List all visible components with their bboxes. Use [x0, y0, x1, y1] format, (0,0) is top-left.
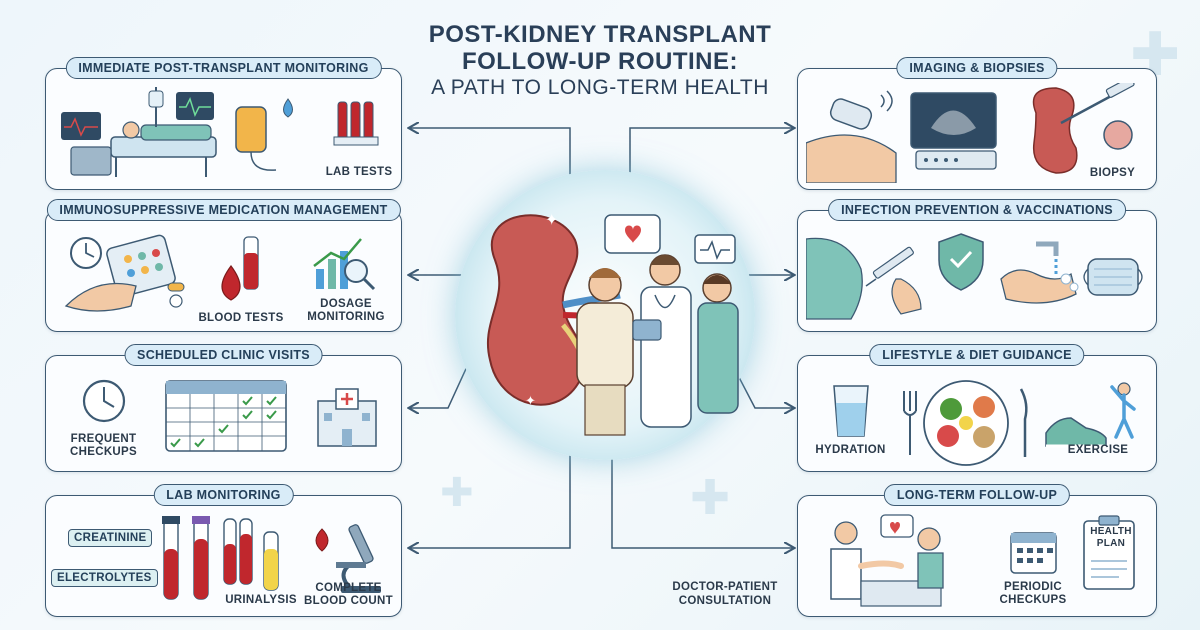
infection-illustrations	[806, 233, 1143, 320]
label-urinalysis: URINALYSIS	[225, 594, 297, 606]
handwashing-icon	[1000, 241, 1079, 304]
sparkle-icon: ✦	[525, 393, 536, 408]
blood-drop-icon	[221, 236, 259, 301]
imaging-illustrations	[806, 83, 1135, 183]
label-lab-tests: LAB TESTS	[325, 166, 393, 178]
label-health-plan: HEALTH PLAN	[1090, 526, 1132, 549]
label-exercise: EXERCISE	[1067, 444, 1129, 456]
label-doctor-patient-consultation: DOCTOR-PATIENT CONSULTATION	[672, 581, 778, 607]
hospital-bed-icon	[61, 112, 217, 177]
panel-imaging-biopsies: IMAGING & BIOPSIES BIOPSY	[797, 57, 1157, 190]
panel-lab-monitoring: LAB MONITORING CREATININE ELECTROLYTES U…	[45, 484, 402, 617]
panel-medication-management: IMMUNOSUPPRESSIVE MEDICATION MANAGEMENT	[45, 199, 402, 332]
iv-bag-icon	[235, 98, 293, 171]
longterm-illustrations	[830, 514, 1135, 607]
transplant-team-illustration: ✦ ✦	[487, 212, 739, 436]
panel-title: LAB MONITORING	[153, 484, 294, 506]
panel-title: INFECTION PREVENTION & VACCINATIONS	[828, 199, 1126, 221]
test-tubes-icon	[162, 516, 279, 600]
kidney-biopsy-icon	[1032, 83, 1135, 174]
knife-icon	[1019, 388, 1028, 457]
medication-illustrations	[64, 234, 376, 312]
background-cross: ✚	[690, 470, 731, 526]
panel-title: IMAGING & BIOPSIES	[896, 57, 1058, 79]
pill-pack-icon	[64, 234, 176, 312]
clock-icon	[82, 379, 126, 423]
hospital-icon	[317, 388, 377, 447]
shield-check-icon	[938, 233, 984, 291]
doctor-patient-icon	[830, 514, 944, 607]
patient-figure	[576, 268, 634, 436]
title-line-1: POST-KIDNEY TRANSPLANT	[428, 21, 772, 48]
panel-long-term-follow-up: LONG-TERM FOLLOW-UP HEALTH PLAN PERIODIC…	[797, 484, 1157, 617]
title-line-2: FOLLOW-UP ROUTINE:	[461, 47, 739, 75]
panel-immediate-monitoring: IMMEDIATE POST-TRANSPLANT MONITORING	[45, 57, 402, 190]
label-complete-blood-count: COMPLETE BLOOD COUNT	[304, 582, 393, 608]
panel-title: IMMUNOSUPPRESSIVE MEDICATION MANAGEMENT	[46, 199, 401, 221]
calendar-icon	[165, 380, 287, 452]
clinic-illustrations	[82, 379, 377, 452]
panel-title: LIFESTYLE & DIET GUIDANCE	[869, 344, 1085, 366]
fork-icon	[903, 391, 917, 455]
heart-chat-icon	[604, 214, 661, 254]
ecg-monitor-icon	[694, 234, 736, 264]
panel-title: LONG-TERM FOLLOW-UP	[883, 484, 1071, 506]
central-hub: ✦ ✦	[455, 170, 755, 460]
tag-creatinine: CREATININE	[68, 529, 153, 547]
panel-title: IMMEDIATE POST-TRANSPLANT MONITORING	[65, 57, 382, 79]
ultrasound-probe-icon	[806, 90, 897, 183]
arm-vaccine-icon	[806, 237, 922, 320]
title-line-3: A PATH TO LONG-TERM HEALTH	[431, 75, 769, 99]
sparkle-icon: ✦	[545, 212, 558, 229]
sneaker-icon	[1045, 417, 1107, 448]
lab-illustrations	[162, 516, 381, 600]
exercise-figure-icon	[1110, 382, 1136, 439]
panel-infection-prevention: INFECTION PREVENTION & VACCINATIONS	[797, 199, 1157, 332]
label-blood-tests: BLOOD TESTS	[198, 312, 284, 324]
water-glass-icon	[833, 385, 869, 437]
background-cross: ✚	[440, 470, 474, 516]
lifestyle-illustrations	[833, 380, 1136, 466]
iv-stand-icon	[148, 87, 214, 127]
label-biopsy: BIOPSY	[1089, 167, 1136, 179]
chart-magnifier-icon	[313, 238, 376, 291]
blood-tubes-icon	[333, 101, 379, 146]
doctor-figure	[632, 254, 692, 428]
label-dosage-monitoring: DOSAGE MONITORING	[307, 298, 385, 324]
tag-electrolytes: ELECTROLYTES	[51, 569, 158, 587]
pills-icon	[167, 282, 185, 308]
food-plate-icon	[923, 380, 1009, 466]
label-periodic-checkups: PERIODIC CHECKUPS	[999, 581, 1067, 607]
page-title: POST-KIDNEY TRANSPLANT FOLLOW-UP ROUTINE…	[380, 21, 820, 99]
panel-title: SCHEDULED CLINIC VISITS	[124, 344, 323, 366]
label-hydration: HYDRATION	[815, 444, 886, 456]
panel-lifestyle-diet: LIFESTYLE & DIET GUIDANCE HYDRATIO	[797, 344, 1157, 472]
ultrasound-monitor-icon	[910, 92, 997, 170]
monitoring-illustrations	[61, 87, 379, 177]
clipboard-icon	[1083, 515, 1135, 590]
face-mask-icon	[1083, 258, 1143, 296]
panel-clinic-visits: SCHEDULED CLINIC VISITS FR	[45, 344, 402, 472]
nurse-figure	[697, 273, 739, 414]
clock-icon	[70, 237, 102, 269]
microscope-icon	[315, 524, 381, 593]
calendar-icon	[1010, 532, 1057, 574]
label-frequent-checkups: FREQUENT CHECKUPS	[70, 433, 137, 459]
